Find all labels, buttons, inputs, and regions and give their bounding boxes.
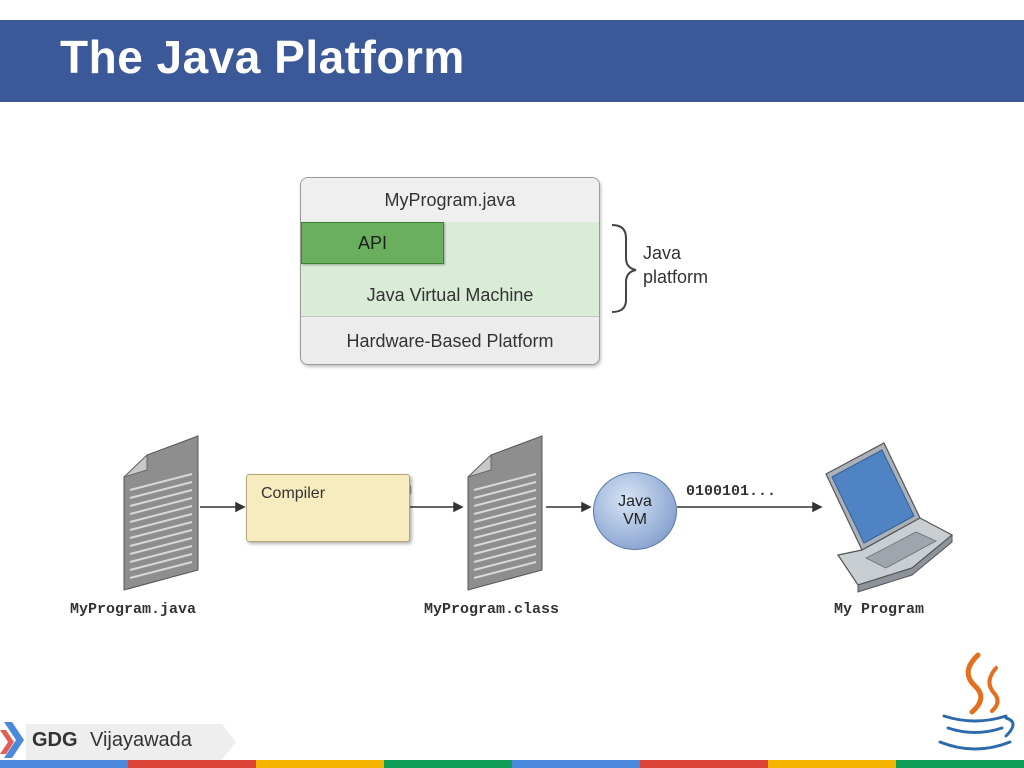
program-label: My Program [834, 601, 925, 618]
stripe-8 [896, 760, 1024, 768]
java-vm-circle: Java VM [593, 472, 677, 550]
stripe-5 [512, 760, 640, 768]
java-platform-label: Java platform [643, 241, 733, 289]
class-file-label: MyProgram.class [424, 601, 560, 618]
layer-hardware: Hardware-Based Platform [301, 316, 599, 364]
footer-tab [26, 724, 236, 760]
source-document-lines [129, 473, 193, 579]
vm-label-line1: Java [618, 493, 652, 510]
laptop-icon [825, 442, 954, 593]
stripe-7 [768, 760, 896, 768]
footer-gdg: GDG [32, 729, 78, 751]
brace-label-line1: Java [643, 243, 682, 263]
class-document-lines [473, 473, 537, 579]
footer-city: Vijayawada [90, 729, 192, 751]
layer-api: API [301, 222, 444, 264]
flow-arrows [200, 501, 823, 513]
binary-output-label: 0100101... [686, 483, 777, 500]
vm-label-line2: VM [623, 511, 647, 528]
stripe-4 [384, 760, 512, 768]
stripe-1 [0, 760, 128, 768]
compiler-label: Compiler [261, 485, 326, 502]
slide-title: The Java Platform [60, 31, 465, 83]
title-bar [0, 20, 1024, 102]
compiler-box: Compiler [246, 474, 410, 542]
platform-stack-diagram: MyProgram.java Java Virtual Machine API … [300, 177, 600, 365]
stripe-2 [128, 760, 256, 768]
java-platform-brace [611, 224, 637, 313]
stripe-6 [640, 760, 768, 768]
stripe-3 [256, 760, 384, 768]
gdg-chevron-icon [0, 722, 24, 758]
java-logo-icon [938, 652, 1015, 751]
brace-label-line2: platform [643, 267, 709, 287]
source-file-label: MyProgram.java [70, 601, 197, 618]
